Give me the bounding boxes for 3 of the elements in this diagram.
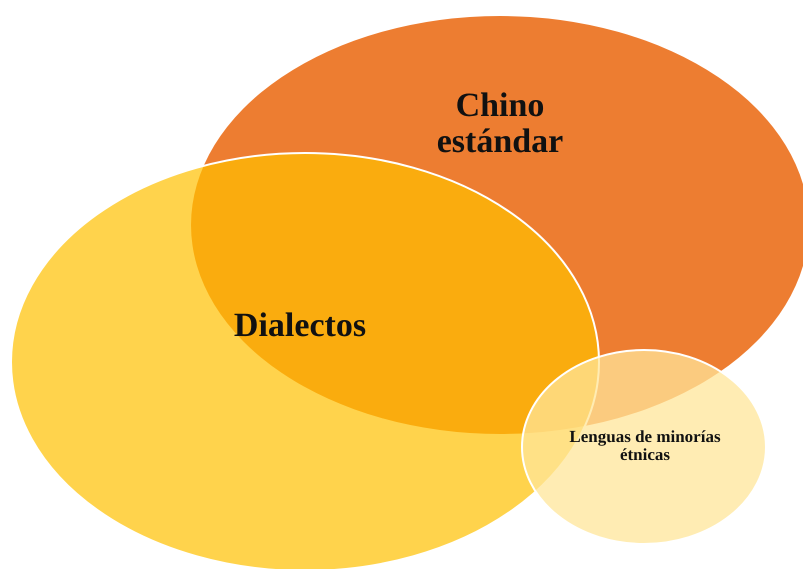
set-label: Lenguas de minorías étnicas xyxy=(568,428,722,464)
set-label: Chino estándar xyxy=(436,88,564,160)
set-label: Dialectos xyxy=(232,308,368,344)
